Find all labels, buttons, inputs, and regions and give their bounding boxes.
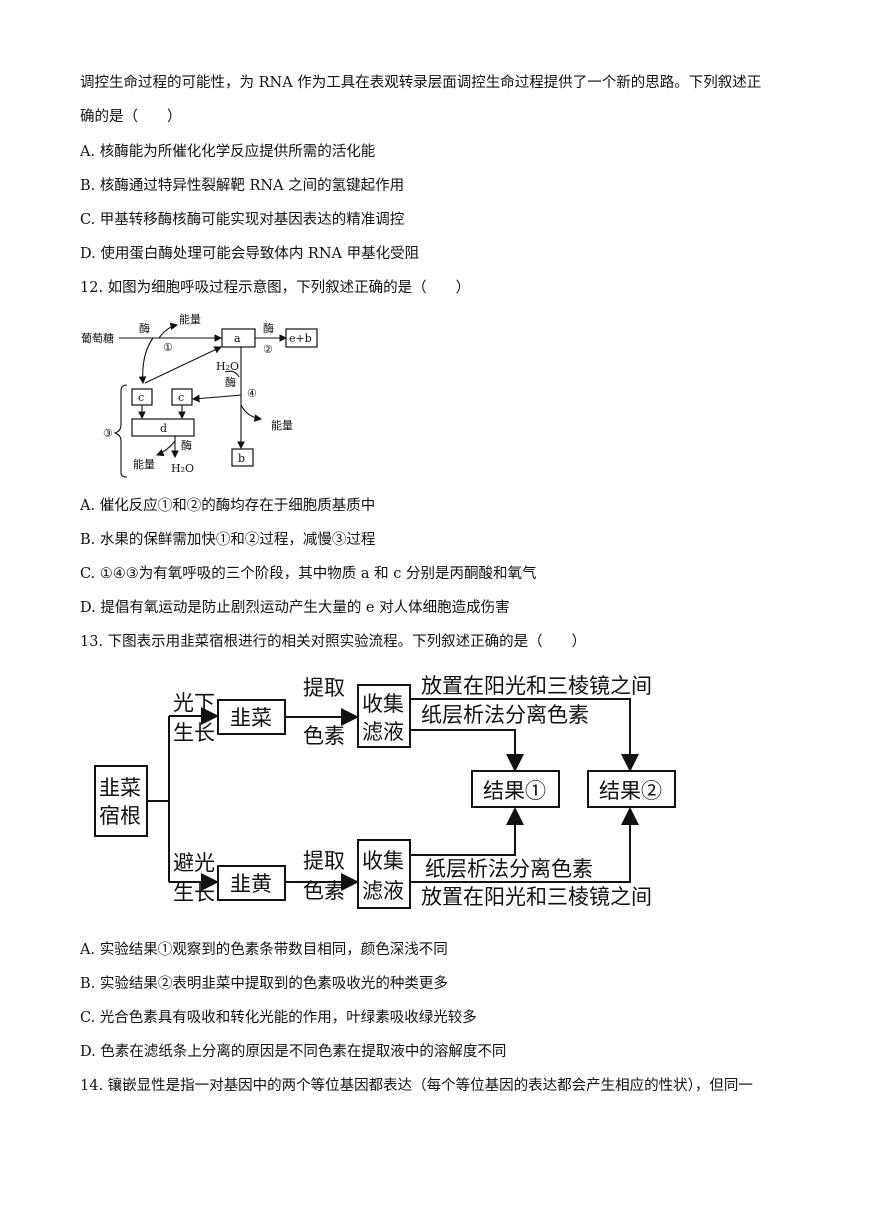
light-label-1: 光下 xyxy=(173,691,215,715)
energy-label-3: 能量 xyxy=(133,457,155,471)
result-2-label: 结果② xyxy=(599,779,662,803)
enzyme-label-1: 酶 xyxy=(139,322,150,335)
root-label-2: 宿根 xyxy=(99,804,141,828)
arrow-energy-1 xyxy=(158,322,179,339)
root-label-1: 韭菜 xyxy=(99,776,141,800)
collect-bottom-label-1: 收集 xyxy=(362,849,404,873)
experiment-flow-diagram: 韭菜 宿根 光下 生长 避光 生长 韭菜 韭黄 提取 色素 提取 色素 收集 滤… xyxy=(94,674,676,909)
box-d-label: d xyxy=(160,422,167,435)
dark-label-1: 避光 xyxy=(173,851,215,875)
arrow-chromatography-top xyxy=(410,729,524,772)
water-input-curve xyxy=(224,370,240,378)
glucose-label: 葡萄糖 xyxy=(81,331,114,345)
box-d xyxy=(131,418,195,437)
water-label-2: H₂O xyxy=(171,462,194,475)
step-1-label: ① xyxy=(163,341,173,354)
arrow-prism-bottom xyxy=(410,807,639,883)
result-1-label: 结果① xyxy=(483,779,546,803)
enzyme-label-3: 酶 xyxy=(225,376,236,389)
extract-top-label-1: 提取 xyxy=(303,676,345,700)
dark-label-2: 生长 xyxy=(173,881,215,905)
enzyme-label-4: 酶 xyxy=(181,439,192,452)
box-b xyxy=(231,448,254,467)
q11-option-d: D. 使用蛋白酶处理可能会导致体内 RNA 甲基化受阻 xyxy=(80,246,420,262)
prism-label-bottom: 放置在阳光和三棱镜之间 xyxy=(421,885,652,909)
step-4-label: ④ xyxy=(247,387,257,400)
q12-option-a: A. 催化反应①和②的酶均存在于细胞质基质中 xyxy=(80,498,376,514)
chive-label: 韭菜 xyxy=(230,706,272,730)
q13-option-d: D. 色素在滤纸条上分离的原因是不同色素在提取液中的溶解度不同 xyxy=(80,1044,507,1060)
yellow-label: 韭黄 xyxy=(230,872,272,896)
box-eb xyxy=(285,328,318,348)
q12-option-c: C. ①④③为有氧呼吸的三个阶段，其中物质 a 和 c 分别是丙酮酸和氧气 xyxy=(80,566,537,582)
respiration-diagram: 葡萄糖 酶 ① 能量 a 酶 ② e+b c c d 酶 能量 H₂O ③ H₂… xyxy=(81,312,318,478)
extract-bottom-label-1: 提取 xyxy=(303,849,345,873)
prism-label-top: 放置在阳光和三棱镜之间 xyxy=(421,674,652,698)
box-collect-bottom xyxy=(357,839,411,909)
arrow-chromatography-bottom xyxy=(410,807,524,856)
q11-stem-line-2: 确的是（ ） xyxy=(80,109,182,125)
arrow-to-c-right xyxy=(191,394,242,403)
energy-label-1: 能量 xyxy=(179,312,201,326)
collect-bottom-label-2: 滤液 xyxy=(362,879,404,903)
q11-option-c: C. 甲基转移酶核酶可能实现对基因表达的精准调控 xyxy=(80,212,405,228)
arrow-glucose-to-c xyxy=(138,337,154,385)
chromatography-label-top: 纸层析法分离色素 xyxy=(421,703,589,727)
step-3-brace xyxy=(113,384,128,478)
q13-stem: 13. 下图表示用韭菜宿根进行的相关对照实验流程。下列叙述正确的是（ ） xyxy=(80,634,587,650)
box-c-right-label: c xyxy=(178,391,184,404)
q12-option-b: B. 水果的保鲜需加快①和②过程，减慢③过程 xyxy=(80,532,376,548)
q11-option-a: A. 核酶能为所催化化学反应提供所需的活化能 xyxy=(80,144,376,160)
box-eb-label: e+b xyxy=(289,332,312,345)
q13-option-a: A. 实验结果①观察到的色素条带数目相同，颜色深浅不同 xyxy=(80,942,448,958)
box-a-label: a xyxy=(234,332,241,345)
q11-option-b: B. 核酶通过特异性裂解靶 RNA 之间的氢键起作用 xyxy=(80,178,405,194)
q13-option-b: B. 实验结果②表明韭菜中提取到的色素吸收光的种类更多 xyxy=(80,976,448,992)
arrow-prism-top xyxy=(410,698,639,772)
arrow-energy-2 xyxy=(240,404,263,422)
box-b-label: b xyxy=(238,452,245,465)
water-label-1: H₂O xyxy=(216,360,239,373)
collect-top-label-1: 收集 xyxy=(362,692,404,716)
enzyme-label-2: 酶 xyxy=(263,322,274,335)
light-label-2: 生长 xyxy=(173,721,215,745)
q12-stem: 12. 如图为细胞呼吸过程示意图，下列叙述正确的是（ ） xyxy=(80,280,471,296)
q12-option-d: D. 提倡有氧运动是防止剧烈运动产生大量的 e 对人体细胞造成伤害 xyxy=(80,600,510,616)
extract-top-label-2: 色素 xyxy=(303,724,345,748)
box-collect-top xyxy=(357,684,411,748)
q14-stem: 14. 镶嵌显性是指一对基因中的两个等位基因都表达（每个等位基因的表达都会产生相… xyxy=(80,1078,753,1094)
q11-stem-line-1: 调控生命过程的可能性，为 RNA 作为工具在表观转录层面调控生命过程提供了一个新… xyxy=(80,75,762,91)
arrow-to-a xyxy=(144,346,222,384)
step-2-label: ② xyxy=(263,343,273,356)
extract-bottom-label-2: 色素 xyxy=(303,879,345,903)
q13-option-c: C. 光合色素具有吸收和转化光能的作用，叶绿素吸收绿光较多 xyxy=(80,1010,477,1026)
energy-label-2: 能量 xyxy=(271,418,293,432)
step-3-label: ③ xyxy=(103,427,113,440)
chromatography-label-bottom: 纸层析法分离色素 xyxy=(425,857,593,881)
arrow-d-to-energy xyxy=(155,440,176,457)
box-chive xyxy=(217,699,286,735)
collect-top-label-2: 滤液 xyxy=(362,720,404,744)
box-c-left-label: c xyxy=(138,391,144,404)
